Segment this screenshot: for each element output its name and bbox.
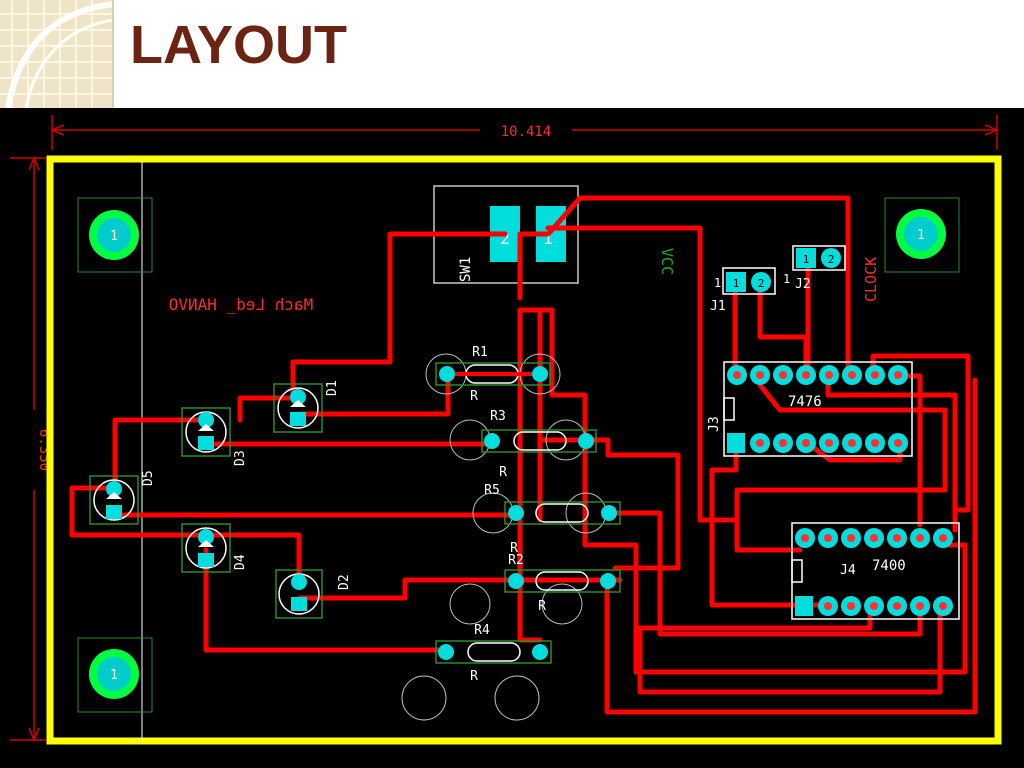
svg-text:1: 1 (803, 253, 810, 266)
j4-label: J4 (840, 563, 856, 578)
d1-label: D1 (325, 380, 340, 396)
sw1-label: SW1 (458, 257, 474, 282)
ic-7400-label: 7400 (872, 558, 906, 574)
mount-hole-top-right: 1 (884, 197, 960, 273)
led-d1: D1 (273, 380, 340, 433)
width-dimension-label: 10.414 (501, 124, 552, 140)
r1-label: R1 (472, 345, 488, 360)
svg-text:R: R (470, 389, 478, 404)
r3-label: R3 (490, 409, 506, 424)
svg-text:1: 1 (543, 229, 553, 248)
mount-hole-bottom-left: 1 (77, 637, 153, 713)
svg-text:R: R (470, 669, 478, 684)
svg-text:R: R (538, 599, 546, 614)
j1-label: J1 (710, 299, 726, 314)
svg-text:2: 2 (758, 277, 765, 290)
r2-label: R2 (508, 553, 524, 568)
vcc-label: VCC (658, 248, 676, 275)
pcb-canvas: 10.414 6.350 1 1 1 Mach Led_ HANVO VCC C… (0, 108, 1024, 768)
clock-label: CLOCK (862, 257, 880, 302)
corner-decoration (0, 0, 114, 108)
slide-title: LAYOUT (130, 15, 348, 75)
resistor-r4: R4 R (401, 623, 552, 721)
silk-text-mach-led: Mach Led_ HANVO (169, 295, 314, 314)
resistor-r5: R5 R (472, 483, 621, 556)
board-outline (46, 155, 1002, 745)
pcb-layout: 10.414 6.350 1 1 1 Mach Led_ HANVO VCC C… (0, 108, 1024, 768)
connector-j1: 1 2 J1 1 (710, 267, 776, 314)
ic-7400: J4 7400 (791, 522, 960, 620)
resistor-r3: R3 R (449, 409, 597, 480)
svg-text:1: 1 (714, 276, 721, 290)
j3-label: J3 (707, 416, 722, 432)
svg-text:2: 2 (500, 229, 510, 248)
r4-label: R4 (474, 623, 490, 638)
ic-7476-label: 7476 (788, 394, 822, 410)
connector-j2: 1 2 J2 1 (783, 245, 846, 292)
d4-label: D4 (233, 554, 248, 570)
r5-label: R5 (484, 483, 500, 498)
svg-text:1: 1 (110, 229, 118, 244)
resistor-r2: R2 R (449, 553, 621, 625)
led-d5: D5 (89, 470, 156, 525)
led-d2: D2 (275, 569, 352, 619)
svg-text:2: 2 (828, 253, 835, 266)
width-dimension (50, 115, 999, 150)
d3-label: D3 (233, 450, 248, 466)
height-dimension (10, 156, 46, 742)
led-d4: D4 (181, 523, 248, 573)
svg-text:R: R (510, 541, 518, 556)
resistor-r1: R1 R (425, 345, 561, 404)
svg-text:1: 1 (783, 272, 790, 286)
mount-hole-top-left: 1 (77, 197, 153, 273)
svg-text:R: R (499, 465, 507, 480)
slide-header: LAYOUT (0, 0, 1024, 108)
d2-label: D2 (337, 574, 352, 590)
svg-text:1: 1 (733, 277, 740, 290)
ic-7476: 7476 J3 (707, 361, 913, 457)
d5-label: D5 (141, 470, 156, 486)
svg-text:1: 1 (110, 668, 118, 683)
led-d3: D3 (181, 407, 248, 466)
svg-text:1: 1 (917, 228, 925, 243)
j2-label: J2 (795, 277, 811, 292)
